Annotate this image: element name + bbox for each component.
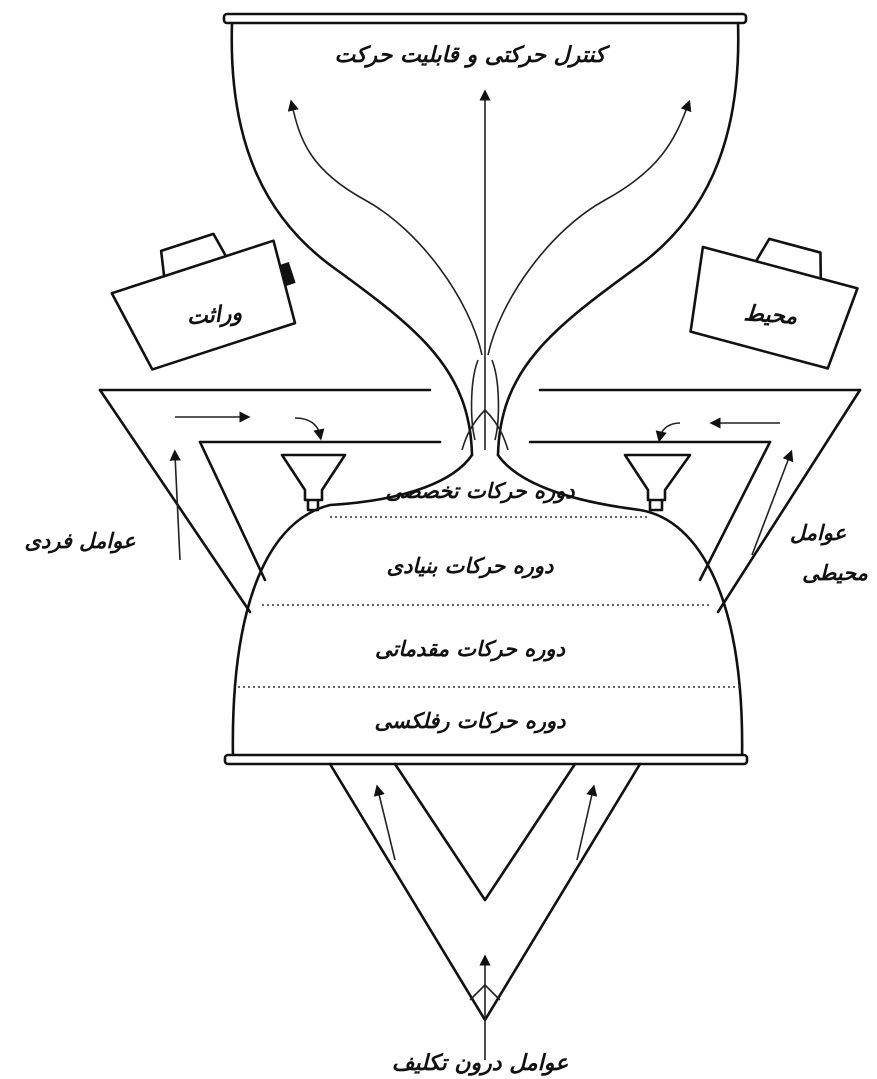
individual-factors-label: عوامل فردی: [24, 529, 136, 554]
task-factors-label: عوامل درون تکلیف: [392, 1051, 569, 1076]
environment-bucket: [681, 223, 864, 371]
top-title-label: کنترل حرکتی و قابلیت حرکت: [334, 43, 611, 68]
environmental-factors-label-line1: عوامل: [790, 521, 847, 546]
stage-reflexive-label: دوره حرکات رفلکسی: [375, 709, 567, 734]
left-small-funnel: [282, 455, 345, 510]
environment-label: محیط: [743, 301, 798, 330]
stage-specialized-label: دوره حرکات تخصصی: [385, 479, 575, 504]
hourglass-bottom-rim: [225, 755, 747, 764]
right-small-funnel: [625, 455, 690, 510]
hourglass-top-rim: [224, 14, 746, 23]
stage-fundamental-label: دوره حرکات بنیادی: [387, 554, 554, 579]
environmental-factors-label-line2: محیطی: [802, 561, 869, 585]
task-factors-channel: [330, 764, 640, 1060]
stage-rudimentary-label: دوره حرکات مقدماتی: [375, 637, 566, 662]
heredity-bucket: [104, 214, 307, 374]
heredity-label: وراثت: [186, 301, 243, 331]
